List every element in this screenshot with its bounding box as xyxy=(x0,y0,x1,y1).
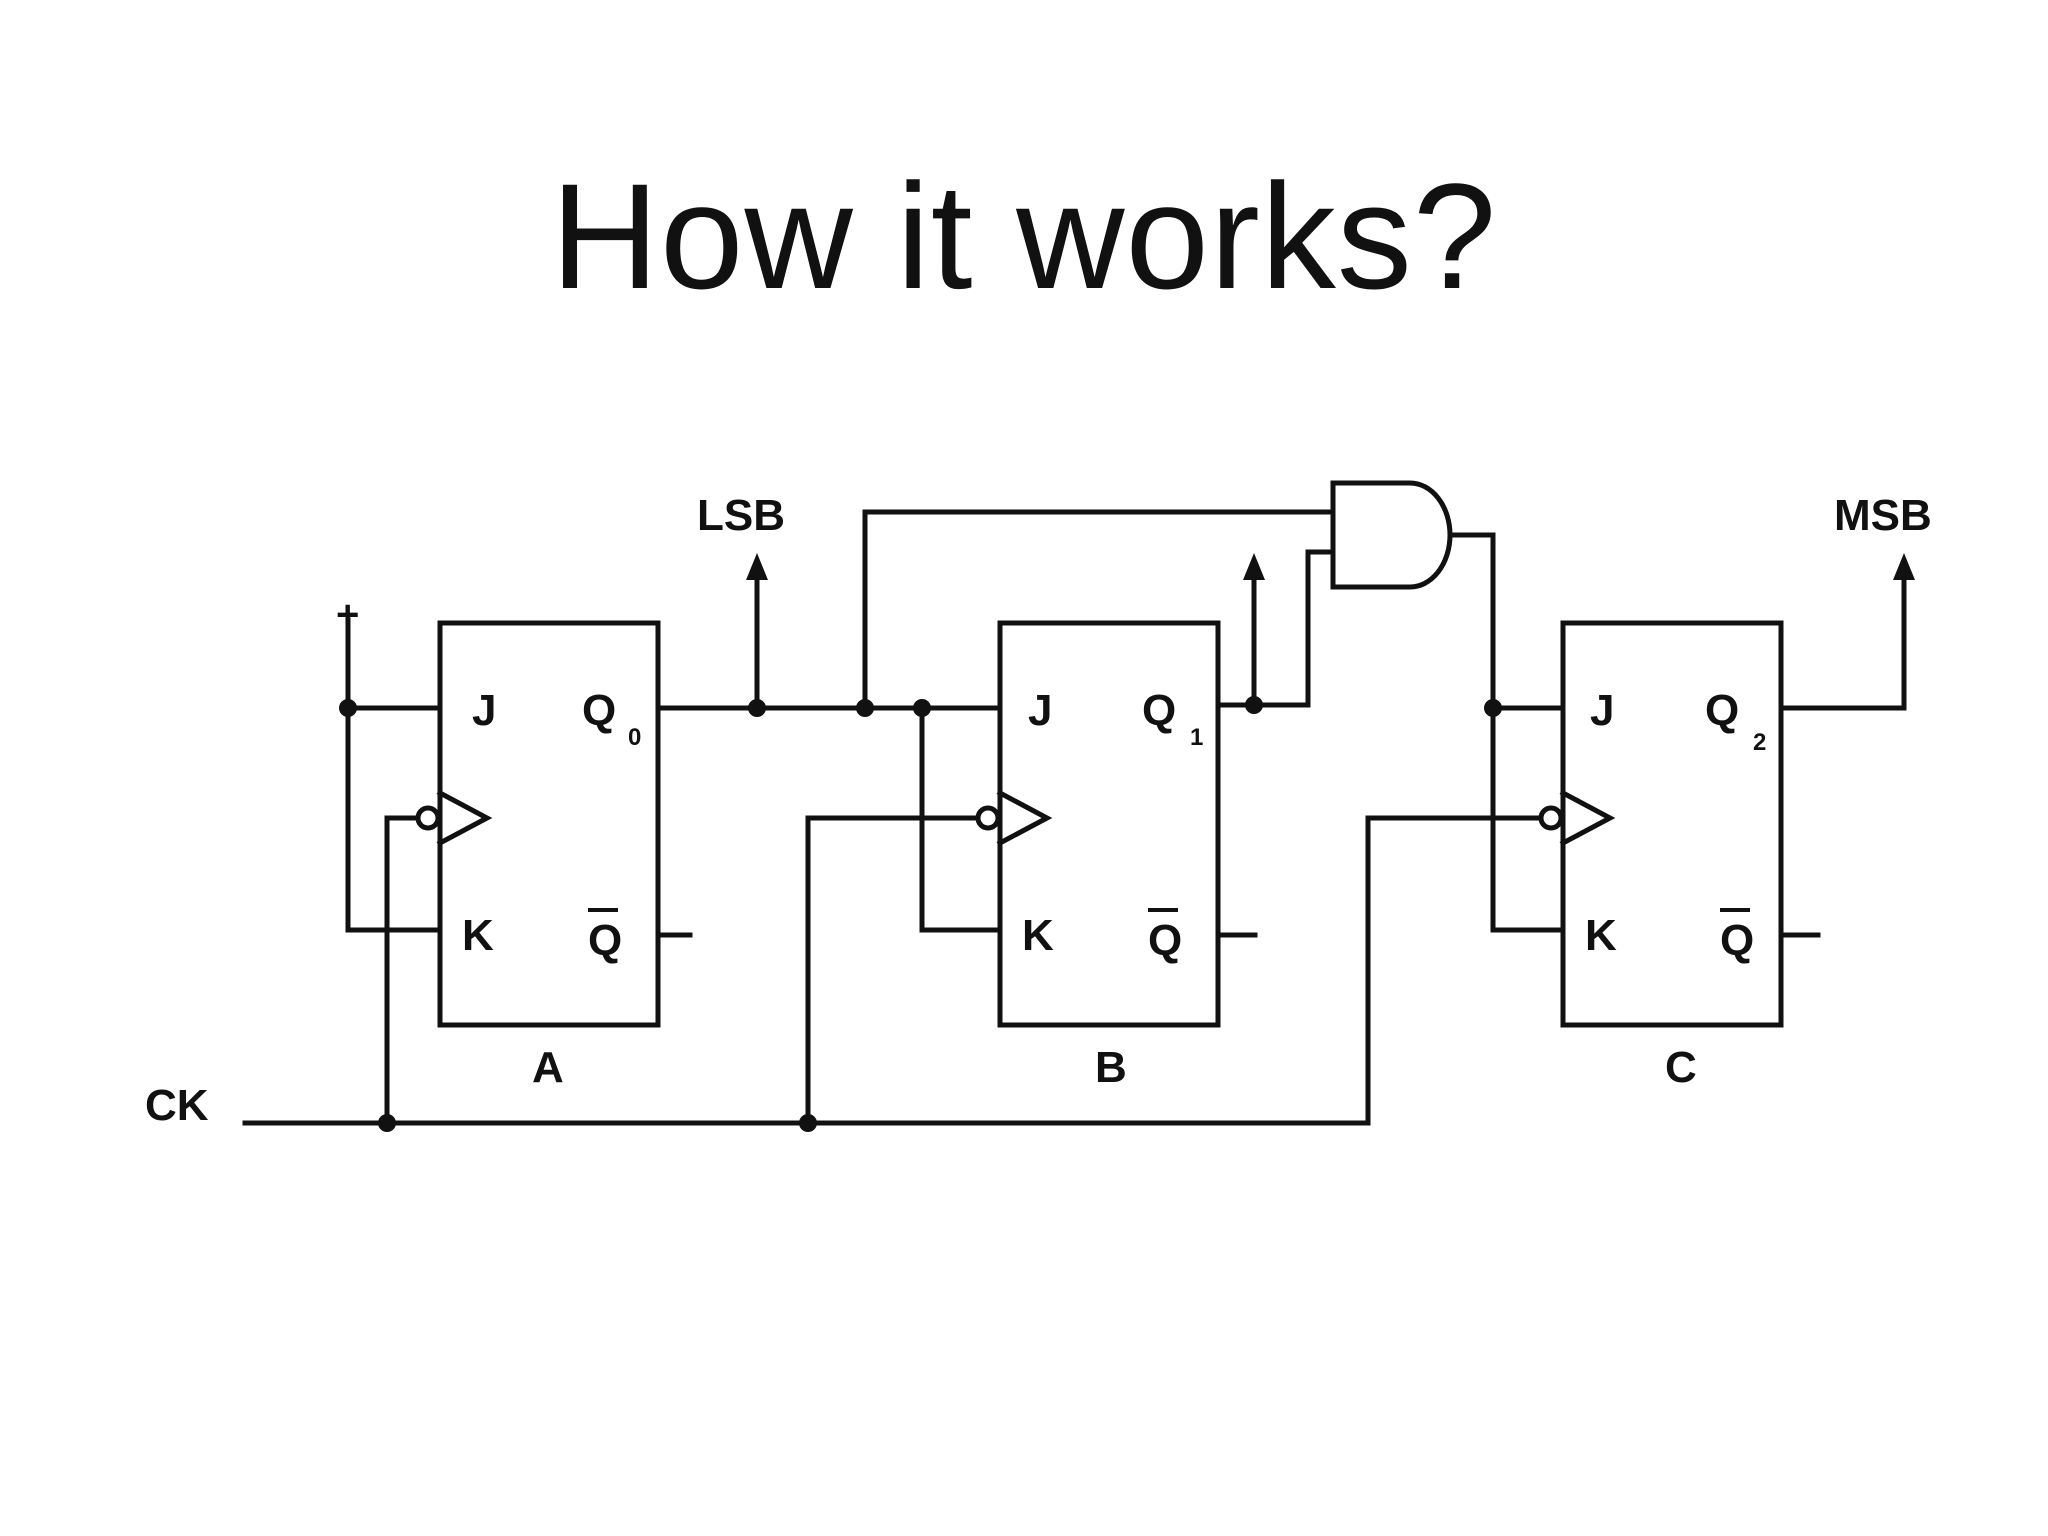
flipflop-c-k-label: K xyxy=(1585,911,1617,960)
flipflop-a: J K Q 0 Q A xyxy=(415,620,661,1092)
flipflop-a-k-label: K xyxy=(462,911,494,960)
flipflop-c-q-subscript: 2 xyxy=(1753,729,1766,756)
flipflop-b-j-label: J xyxy=(1028,686,1052,735)
flipflop-b-clock-bubble xyxy=(975,805,1001,831)
flipflop-b-q-subscript: 1 xyxy=(1190,724,1203,751)
flipflop-a-name: A xyxy=(532,1043,564,1092)
flipflop-c-qbar-label: Q xyxy=(1720,916,1754,965)
junction-clock-a xyxy=(378,1114,396,1132)
junction-c-jk xyxy=(1484,699,1502,717)
junction-lsb xyxy=(748,699,766,717)
junction-q0-and xyxy=(856,699,874,717)
flipflop-c-name: C xyxy=(1665,1043,1697,1092)
flipflop-b-name: B xyxy=(1095,1043,1127,1092)
flipflop-c-clock-bubble xyxy=(1538,805,1564,831)
flipflop-c: J K Q 2 Q C xyxy=(1538,620,1784,1092)
and-gate xyxy=(1330,480,1453,590)
flipflop-b-clock-triangle xyxy=(996,789,1053,847)
flipflop-a-q-label: Q xyxy=(582,686,616,735)
wiring xyxy=(242,509,1907,1126)
flipflop-a-clock-triangle xyxy=(436,789,493,847)
junction-power-j xyxy=(339,699,357,717)
msb-arrowhead xyxy=(1893,553,1915,580)
flipflop-b-q-label: Q xyxy=(1142,686,1176,735)
flipflop-a-qbar-label: Q xyxy=(588,916,622,965)
flipflop-b-k-label: K xyxy=(1022,911,1054,960)
flipflop-c-q-label: Q xyxy=(1705,686,1739,735)
flipflop-c-clock-triangle xyxy=(1559,789,1616,847)
flipflop-a-clock-bubble xyxy=(415,805,441,831)
junction-q1 xyxy=(1245,696,1263,714)
junction-b-jk xyxy=(913,699,931,717)
flipflop-b: J K Q 1 Q B xyxy=(975,620,1221,1092)
slide-title: How it works? xyxy=(550,152,1498,320)
msb-label: MSB xyxy=(1834,491,1932,540)
flipflop-a-j-label: J xyxy=(472,686,496,735)
power-label: + xyxy=(336,593,359,637)
q1-arrowhead xyxy=(1243,553,1265,580)
flipflop-b-body xyxy=(997,620,1221,1028)
flipflop-c-j-label: J xyxy=(1590,686,1614,735)
flipflop-c-body xyxy=(1560,620,1784,1028)
lsb-label: LSB xyxy=(697,491,785,540)
flipflop-b-qbar-label: Q xyxy=(1148,916,1182,965)
flipflop-a-q-subscript: 0 xyxy=(628,724,641,751)
flipflop-a-body xyxy=(437,620,661,1028)
lsb-arrowhead xyxy=(746,553,768,580)
clock-label: CK xyxy=(145,1081,209,1130)
junction-clock-b xyxy=(799,1114,817,1132)
